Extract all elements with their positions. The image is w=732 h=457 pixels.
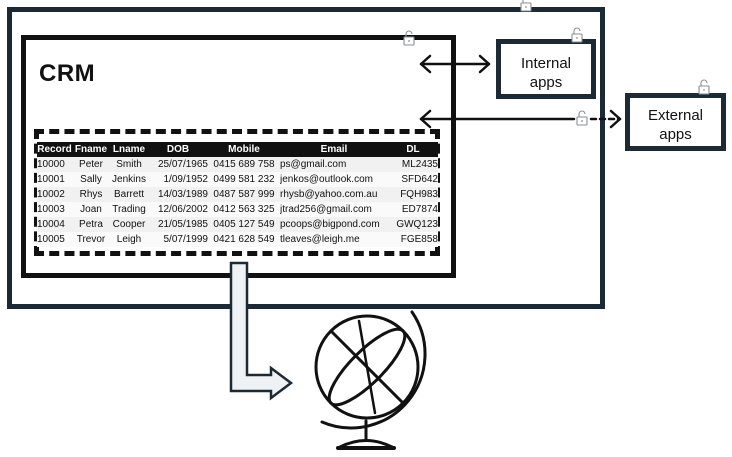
- cell-dob: 1/09/1952: [163, 174, 209, 185]
- column-header-fname: Fname: [72, 142, 110, 157]
- unlocked-padlock-icon: [403, 30, 415, 46]
- unlocked-padlock-icon: [698, 79, 710, 95]
- unlocked-padlock-icon: [571, 27, 583, 43]
- bidirectional-arrow-icon: [419, 109, 622, 129]
- cell-record: 10005: [37, 234, 65, 245]
- cell-fname: Joan: [80, 204, 102, 215]
- cell-lname: Trading: [112, 204, 146, 215]
- cell-fname: Peter: [79, 159, 103, 170]
- cell-dl: ML2435: [401, 159, 438, 170]
- cell-dl: GWQ123: [396, 219, 438, 230]
- cell-email: rhysb@yahoo.com.au: [280, 189, 378, 200]
- cell-lname: Cooper: [112, 219, 146, 230]
- crm-title: CRM: [39, 60, 96, 87]
- column-header-lname: Lname: [110, 142, 148, 157]
- organisation-boundary: [7, 7, 605, 309]
- internal-apps-label: Internal apps: [520, 55, 572, 91]
- cell-email: pcoops@bigpond.com: [280, 219, 380, 230]
- column-header-dob: DOB: [148, 142, 208, 157]
- unlocked-padlock-icon: [520, 0, 532, 12]
- cell-dob: 5/07/1999: [163, 234, 209, 245]
- cell-dl: FQH983: [400, 189, 438, 200]
- table-row: 10002 Rhys Barrett 14/03/1989 0487 587 9…: [37, 187, 438, 202]
- column-header-dl: DL: [388, 142, 438, 157]
- bent-arrow-icon: [229, 261, 294, 401]
- cell-dl: FGE858: [400, 234, 438, 245]
- cell-record: 10002: [37, 189, 65, 200]
- cell-mobile: 0405 127 549: [213, 219, 275, 230]
- cell-mobile: 0499 581 232: [213, 174, 275, 185]
- external-apps-box: External apps: [625, 93, 726, 151]
- cell-record: 10000: [37, 159, 65, 170]
- column-header-email: Email: [280, 142, 388, 157]
- cell-email: jtrad256@gmail.com: [280, 204, 372, 215]
- table-row: 10000 Peter Smith 25/07/1965 0415 689 75…: [37, 157, 438, 172]
- cell-record: 10003: [37, 204, 65, 215]
- cell-lname: Jenkins: [112, 174, 146, 185]
- external-apps-label: External apps: [647, 107, 704, 143]
- cell-mobile: 0412 563 325: [213, 204, 275, 215]
- internal-apps-box: Internal apps: [496, 39, 596, 99]
- table-header-row: Record Fname Lname DOB Mobile Email DL: [37, 142, 438, 157]
- cell-email: ps@gmail.com: [280, 159, 347, 170]
- cell-mobile: 0415 689 758: [213, 159, 275, 170]
- cell-fname: Petra: [79, 219, 103, 230]
- cell-record: 10001: [37, 174, 65, 185]
- table-row: 10003 Joan Trading 12/06/2002 0412 563 3…: [37, 202, 438, 217]
- cell-dl: ED7874: [401, 204, 438, 215]
- customer-data-boundary: [34, 129, 440, 256]
- cell-fname: Trevor: [76, 234, 106, 245]
- cell-dob: 12/06/2002: [157, 204, 208, 215]
- column-header-mobile: Mobile: [208, 142, 280, 157]
- table-row: 10001 Sally Jenkins 1/09/1952 0499 581 2…: [37, 172, 438, 187]
- column-header-record: Record: [37, 142, 72, 157]
- bidirectional-arrow-icon: [419, 54, 491, 74]
- customer-data-table: Record Fname Lname DOB Mobile Email DL 1…: [37, 142, 438, 247]
- table-row: 10005 Trevor Leigh 5/07/1999 0421 628 54…: [37, 232, 438, 247]
- cell-record: 10004: [37, 219, 65, 230]
- cell-lname: Barrett: [113, 189, 144, 200]
- cell-lname: Leigh: [116, 234, 142, 245]
- cell-fname: Sally: [80, 174, 102, 185]
- cell-dl: SFD642: [401, 174, 438, 185]
- cell-dob: 14/03/1989: [157, 189, 208, 200]
- table-row: 10004 Petra Cooper 21/05/1985 0405 127 5…: [37, 217, 438, 232]
- unlocked-padlock-icon: [576, 110, 588, 126]
- globe-icon: [314, 310, 427, 450]
- cell-email: tleaves@leigh.me: [280, 234, 360, 245]
- cell-fname: Rhys: [79, 189, 103, 200]
- cell-dob: 25/07/1965: [157, 159, 208, 170]
- cell-mobile: 0421 628 549: [213, 234, 275, 245]
- cell-email: jenkos@outlook.com: [280, 174, 373, 185]
- cell-dob: 21/05/1985: [157, 219, 208, 230]
- cell-lname: Smith: [116, 159, 142, 170]
- cell-mobile: 0487 587 999: [213, 189, 275, 200]
